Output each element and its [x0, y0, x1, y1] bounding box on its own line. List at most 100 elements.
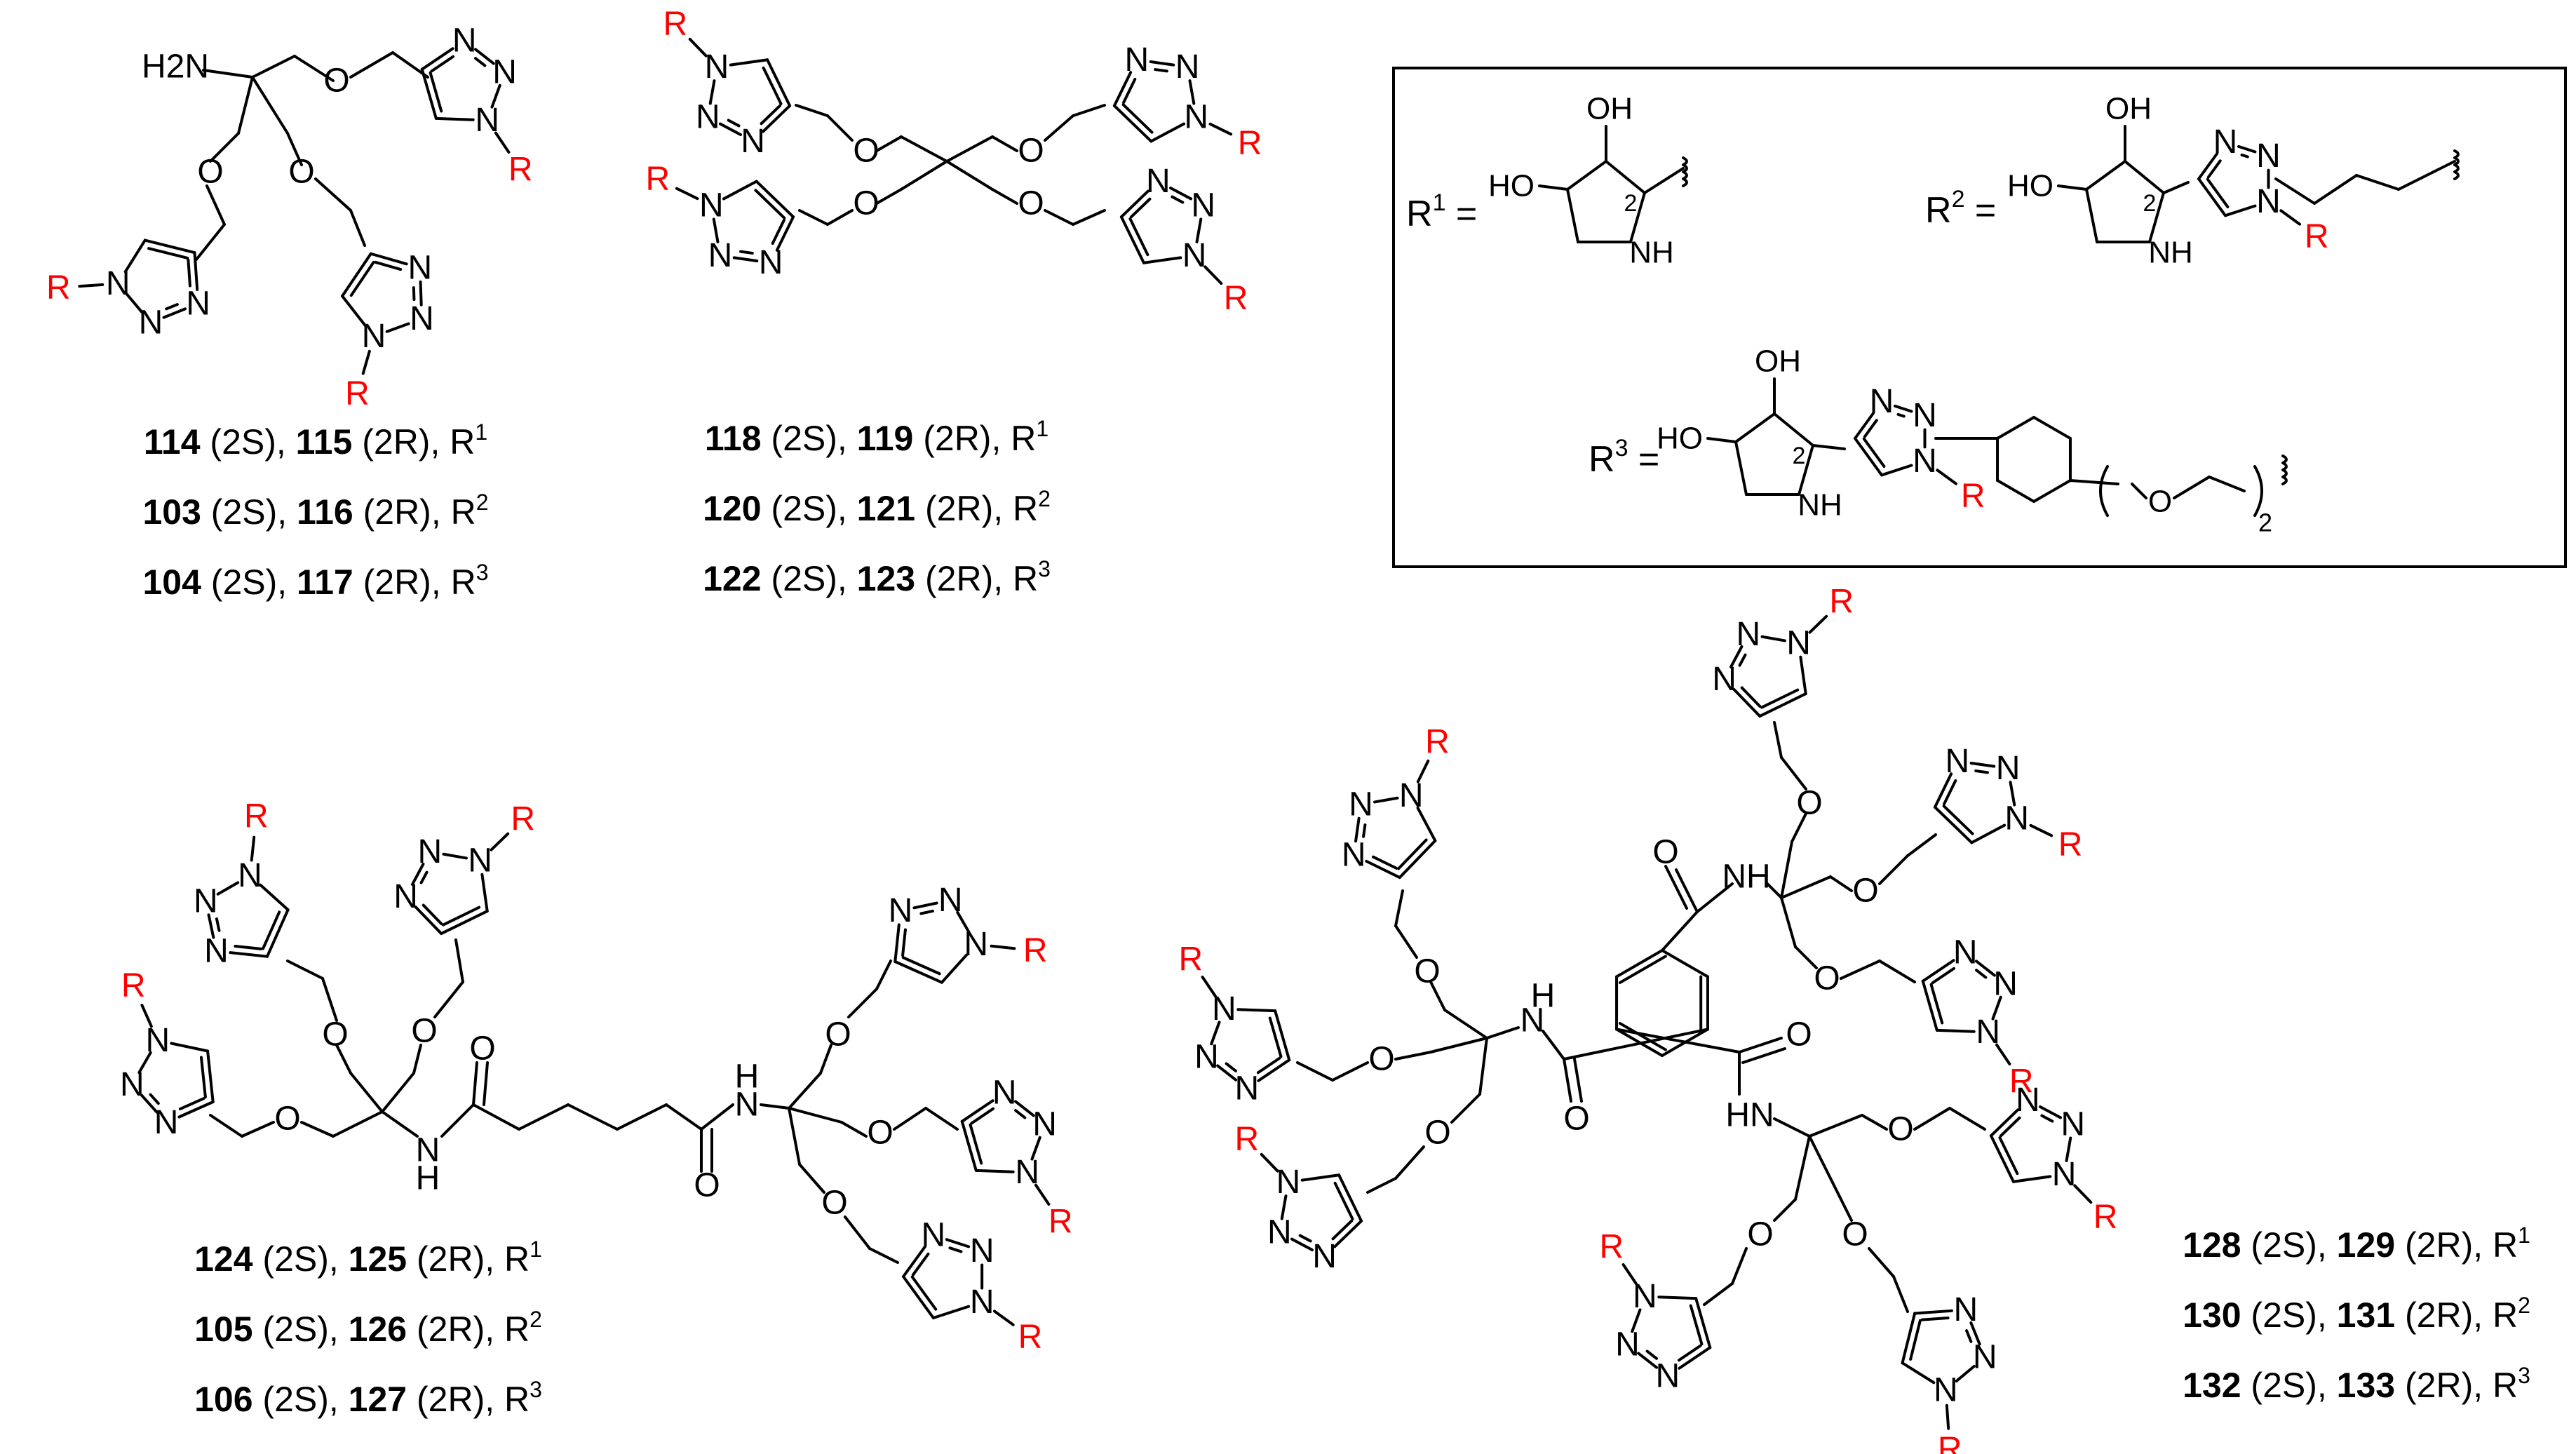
bond: [2313, 174, 2358, 205]
r1-eq-text: R1 =: [1406, 189, 1478, 234]
triazole-bond: [2197, 152, 2219, 180]
triazole-bond: [1678, 1346, 1712, 1370]
bond: [1773, 1198, 1797, 1222]
r3-eq-text: R3 =: [1589, 435, 1660, 480]
c-oh-bond: [1538, 184, 1569, 191]
triazole-bond: [1300, 1173, 1341, 1182]
bond: [945, 160, 994, 191]
triazole-bond: [755, 180, 795, 219]
bond: [875, 188, 903, 205]
triazole-bond: [2039, 1105, 2063, 1119]
bond: [2274, 177, 2316, 205]
pyrrolidine-bond: [1605, 160, 1646, 194]
ether-oxygen: O: [1887, 1111, 1913, 1148]
triazole-bond: [1935, 1028, 1976, 1033]
triazole-double-bond: [910, 1275, 938, 1311]
triazole-n3: N: [1235, 1070, 1260, 1107]
triazole-n1: N: [1212, 990, 1236, 1028]
carbonyl-oxygen: O: [1563, 1100, 1589, 1138]
triazole-bond: [1732, 688, 1762, 718]
ether-oxygen: O: [197, 154, 223, 191]
ether-oxygen: O: [825, 1016, 851, 1054]
triazole-n2: N: [417, 833, 442, 870]
repeat-bracket: [2253, 465, 2263, 517]
triazole-double-bond: [178, 1097, 205, 1111]
substituent-r: R: [121, 967, 146, 1004]
bond: [819, 1044, 832, 1075]
bond: [788, 1107, 801, 1166]
bond: [1766, 882, 1783, 899]
triazole-bond: [1416, 806, 1437, 842]
bond: [1573, 1058, 1583, 1103]
r2-definition-label: R2 =: [1925, 187, 1996, 231]
c-n-bond: [202, 69, 254, 79]
triazole-bond: [1195, 217, 1203, 243]
bond: [868, 1247, 899, 1264]
bond: [1840, 960, 1881, 980]
triazole-double-bond: [1171, 195, 1185, 204]
triazole-bond: [1758, 692, 1807, 718]
triazole-n1: N: [1276, 1164, 1301, 1201]
triazole-bond: [940, 953, 969, 984]
triazole-double-bond: [1014, 1109, 1027, 1119]
triazole-n2: N: [139, 304, 163, 342]
linker-bond: [2162, 181, 2190, 194]
ether-oxygen: O: [1018, 133, 1044, 170]
substituent-r: R: [345, 375, 370, 412]
triazole-n2: N: [1736, 616, 1760, 653]
triazole-double-bond: [442, 906, 481, 927]
triazole-bond: [775, 215, 795, 252]
triazole-double-bond: [262, 910, 281, 950]
compound-label-line-tris-triazole-1: 114 (2S), 115 (2R), R1: [143, 419, 488, 462]
triazole-bond: [1149, 122, 1186, 143]
hydroxyl-label: HO: [1657, 422, 1703, 456]
c-oh-bond: [2057, 184, 2088, 191]
triazole-bond: [1760, 635, 1786, 642]
ether-oxygen: O: [1414, 953, 1440, 990]
compound-label-line-tris-triazole-2: 103 (2S), 116 (2R), R2: [142, 490, 489, 532]
substituent-r: R: [1018, 1319, 1043, 1356]
triazole-double-bond: [1645, 1349, 1658, 1360]
triazole-bond: [1880, 464, 1913, 477]
bond: [349, 209, 366, 247]
amide-hydrogen: H: [416, 1160, 440, 1197]
bond: [1791, 812, 1807, 843]
hydroxyl-label: HO: [2007, 169, 2054, 203]
triazole-bond: [1333, 1219, 1363, 1248]
triazole-double-bond: [1129, 197, 1152, 219]
bond: [1072, 209, 1106, 226]
triazole-double-bond: [215, 917, 221, 932]
triazole-bond: [1955, 1364, 1976, 1382]
n-r-bond: [688, 37, 708, 58]
triazole-bond: [369, 252, 408, 266]
triazole-bond: [956, 910, 971, 934]
n-r-bond: [1995, 1043, 2011, 1065]
triazole-bond: [912, 901, 938, 910]
bond: [1773, 1117, 1811, 1138]
pyrrolidine-bond: [2148, 191, 2165, 243]
bond: [1836, 1191, 1853, 1222]
bond: [924, 1107, 959, 1131]
compound-label-line-hexakis-triazole-3: 106 (2S), 127 (2R), R3: [194, 1377, 542, 1419]
bond: [795, 104, 829, 117]
triazole-n2: N: [2256, 137, 2281, 175]
hydroxyl-label: HO: [1488, 169, 1535, 203]
triazole-double-bond: [1362, 823, 1367, 838]
triazole-bond: [420, 47, 454, 71]
triazole-double-bond: [970, 1107, 995, 1125]
substituent-r: R: [2093, 1199, 2118, 1236]
n-r-bond: [2073, 1184, 2093, 1204]
substituent-r: R: [1224, 280, 1248, 317]
triazole-bond: [434, 116, 475, 121]
triazole-bond: [2197, 177, 2227, 217]
triazole-n2: N: [1973, 1338, 1997, 1375]
triazole-bond: [1112, 71, 1133, 107]
triazole-n3: N: [1953, 934, 1978, 971]
triazole-bond: [1119, 215, 1145, 264]
triazole-double-bond: [147, 247, 189, 260]
triazole-n3: N: [1146, 163, 1171, 200]
triazole-bond: [902, 1275, 935, 1319]
triazole-bond: [341, 295, 367, 327]
triazole-n1: N: [705, 48, 729, 86]
triazole-bond: [1290, 1237, 1314, 1252]
